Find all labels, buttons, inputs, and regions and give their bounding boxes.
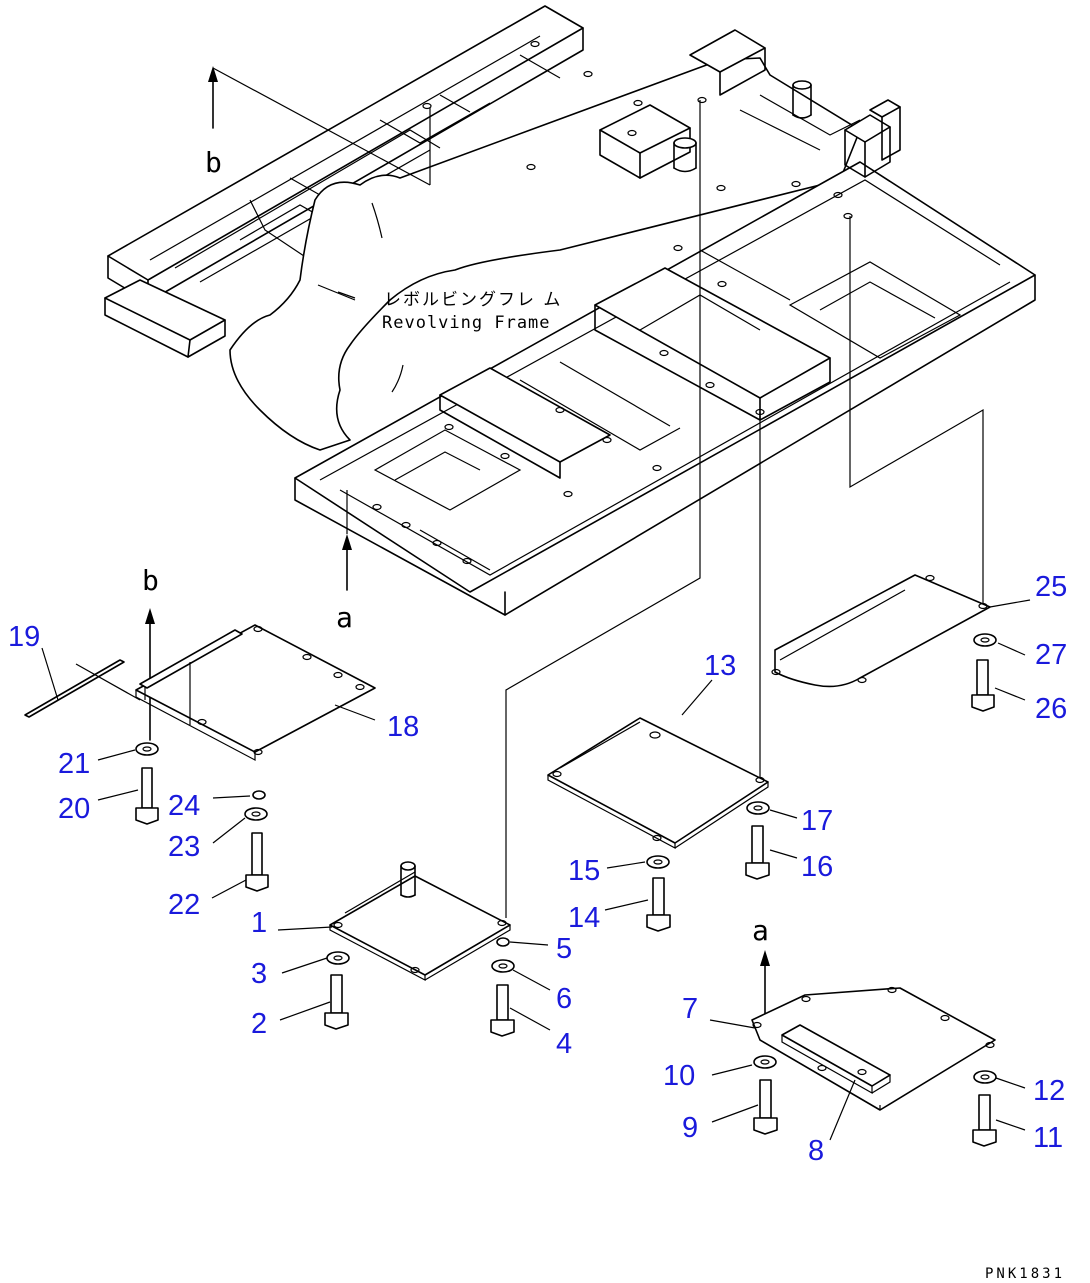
frame-label-english: Revolving Frame — [382, 313, 551, 333]
cover-18-group — [24, 624, 376, 761]
callout-27: 27 — [1035, 639, 1067, 671]
ref-a-lower-label: a — [752, 914, 769, 947]
callout-7: 7 — [682, 993, 698, 1025]
callout-11: 11 — [1033, 1122, 1063, 1154]
callout-1: 1 — [251, 907, 267, 939]
callout-26: 26 — [1035, 693, 1067, 725]
callout-16: 16 — [801, 851, 833, 883]
callout-9: 9 — [682, 1112, 698, 1144]
callout-12: 12 — [1033, 1075, 1065, 1107]
callout-25: 25 — [1035, 571, 1067, 603]
callout-3: 3 — [251, 958, 267, 990]
callout-24: 24 — [168, 790, 200, 822]
cover-25-group — [771, 574, 991, 688]
callout-23: 23 — [168, 831, 200, 863]
callout-15: 15 — [568, 855, 600, 887]
cover-7-group — [751, 986, 996, 1111]
ref-a-top-label: a — [336, 601, 353, 634]
callout-17: 17 — [801, 805, 833, 837]
callout-20: 20 — [58, 793, 90, 825]
callout-5: 5 — [556, 933, 572, 965]
ref-b-lower-label: b — [142, 564, 159, 597]
drawing-code: PNK1831 — [985, 1266, 1065, 1282]
cover-13-group — [547, 717, 769, 850]
ref-b-top-label: b — [205, 146, 222, 179]
callout-19: 19 — [8, 621, 40, 653]
hardware-9-12 — [753, 1055, 997, 1147]
revolving-frame: レボルビングフレ ム Revolving Frame — [104, 5, 1036, 616]
callout-numbers: 1 2 3 4 5 6 7 8 9 10 11 12 13 14 15 16 1… — [8, 571, 1067, 1167]
callout-8: 8 — [808, 1135, 824, 1167]
callout-22: 22 — [168, 889, 200, 921]
leader-lines — [41, 599, 1031, 1141]
frame-label-japanese: レボルビングフレ ム — [384, 290, 562, 310]
callout-21: 21 — [58, 748, 90, 780]
callout-13: 13 — [704, 650, 736, 682]
callout-6: 6 — [556, 983, 572, 1015]
hardware-20-24 — [135, 742, 269, 892]
hardware-14-17 — [646, 801, 770, 932]
callout-10: 10 — [663, 1060, 695, 1092]
hardware-26-27 — [971, 633, 997, 712]
callout-2: 2 — [251, 1008, 267, 1040]
hardware-2-6 — [324, 937, 515, 1037]
reference-arrows: b a b a — [142, 66, 770, 1019]
callout-14: 14 — [568, 902, 600, 934]
frame-bolt-holes — [372, 40, 853, 565]
callout-18: 18 — [387, 711, 419, 743]
cover-1-group — [329, 861, 511, 981]
callout-4: 4 — [556, 1028, 572, 1060]
